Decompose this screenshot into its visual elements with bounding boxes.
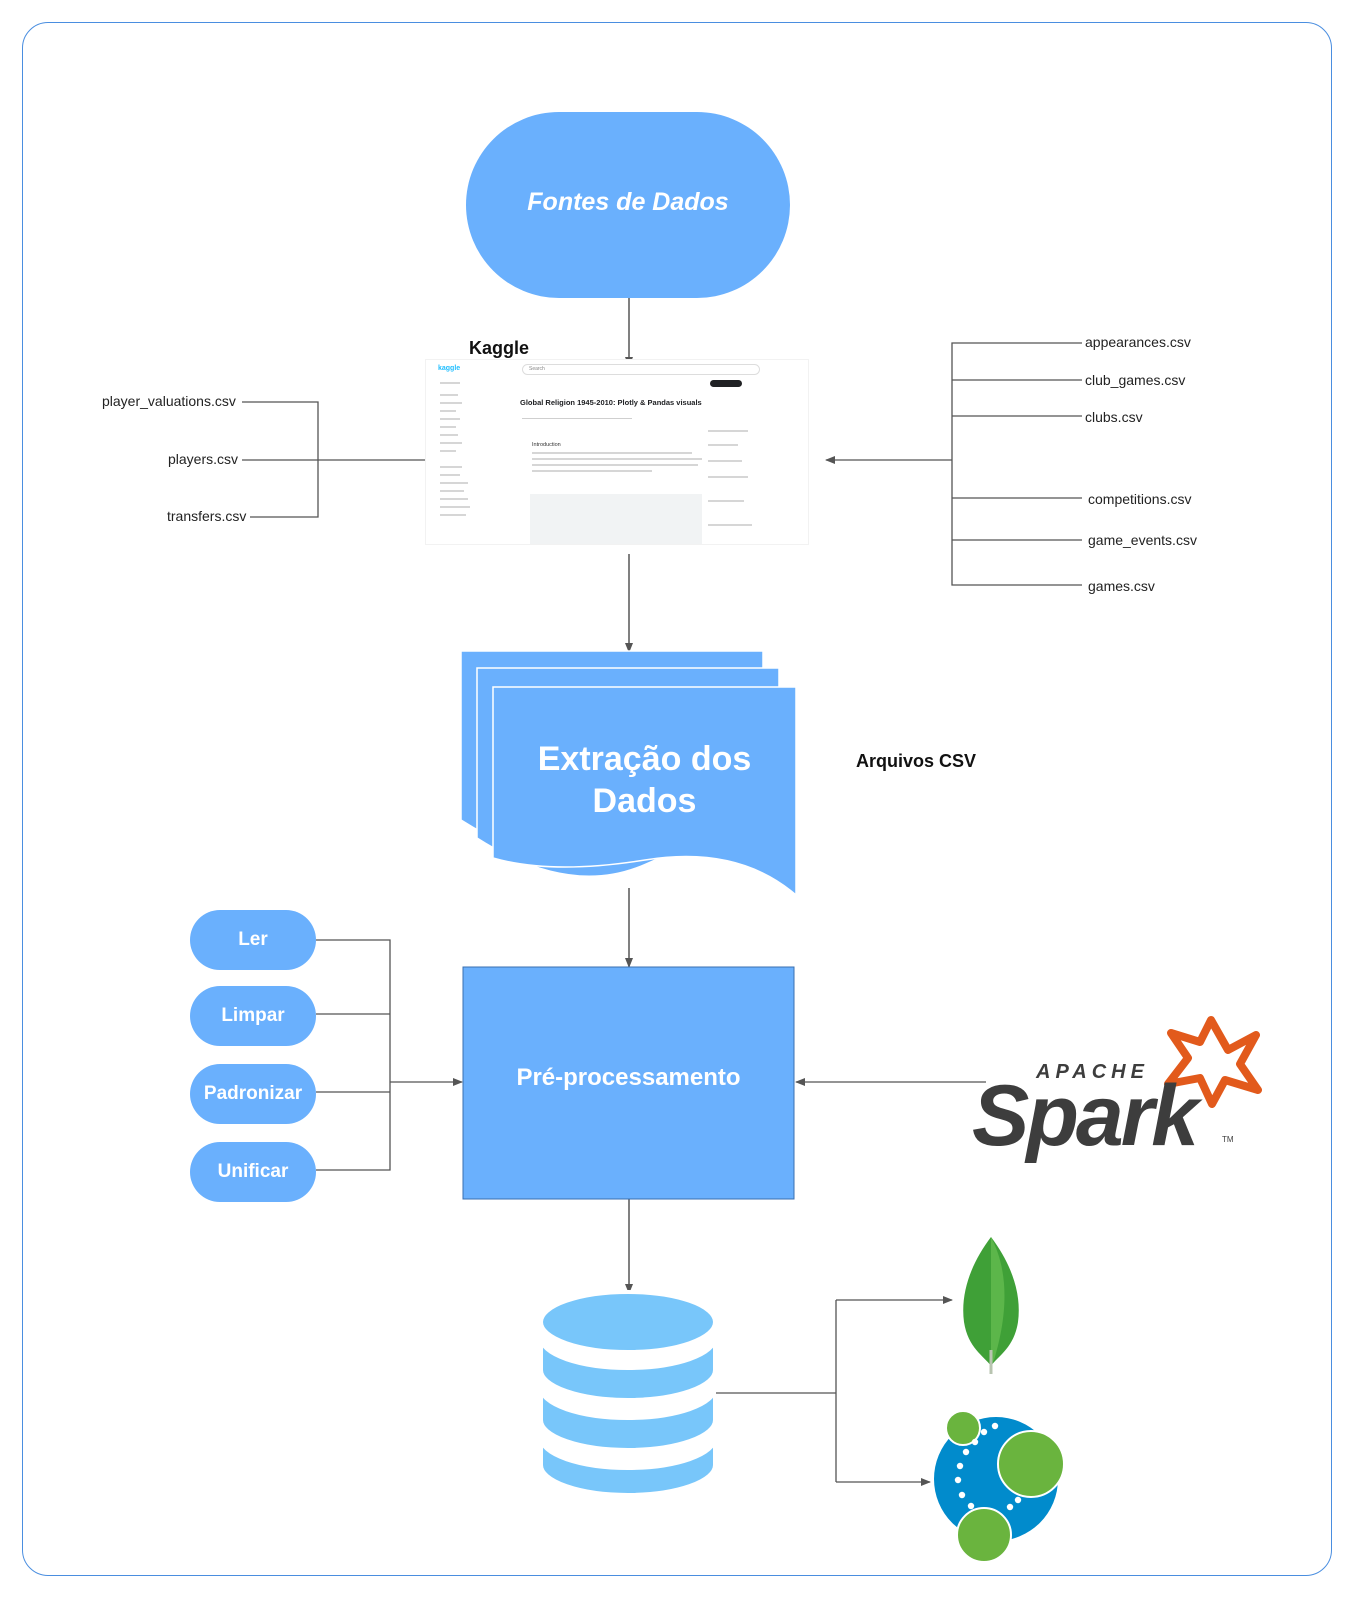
spark-star-icon [1164,1016,1262,1108]
spark-top-text: APACHE [1035,1061,1149,1083]
db-targets-bracket [716,1296,953,1486]
kaggle-search-input: Search [522,364,760,375]
step-unificar: Unificar [190,1142,316,1202]
mongodb-leaf-icon [963,1237,1019,1374]
kaggle-sidebar: kaggle [426,360,476,544]
file-label-club-games: club_games.csv [1085,372,1186,388]
file-label-games: games.csv [1088,578,1155,594]
arquivos-csv-label: Arquivos CSV [856,751,977,771]
extracao-node-shape [460,650,797,897]
kaggle-intro-heading: Introduction [532,442,561,448]
fontes-node-shape [466,112,790,298]
left-files-bracket [242,401,435,518]
spark-tm-text: TM [1222,1135,1234,1144]
kaggle-button [710,380,742,387]
database-icon [539,1290,717,1497]
diagram-frame [22,22,1332,1576]
preproc-node-label: Pré-processamento [516,1064,741,1091]
file-label-clubs: clubs.csv [1085,409,1143,425]
kaggle-screenshot: kaggle Search Global Religion 1945-2010:… [426,360,808,544]
neo4j-logo [934,1410,1065,1563]
extracao-node-label-line2: Dados [592,782,697,820]
file-label-players: players.csv [168,451,239,467]
step-ler: Ler [190,910,316,970]
file-label-appearances: appearances.csv [1085,334,1191,350]
spark-word-text: Spark [972,1068,1203,1164]
file-label-transfers: transfers.csv [167,508,247,524]
file-label-competitions: competitions.csv [1088,491,1192,507]
right-files-bracket [825,342,1082,586]
kaggle-code-cell [530,494,702,544]
kaggle-logo: kaggle [438,365,461,372]
kaggle-notebook-title: Global Religion 1945-2010: Plotly & Pand… [520,398,702,407]
file-label-player-valuations: player_valuations.csv [102,393,236,409]
fontes-node-label: Fontes de Dados [527,188,729,216]
steps-bracket [316,939,463,1171]
step-limpar: Limpar [190,986,316,1046]
apache-spark-logo: APACHE Spark TM [972,1016,1262,1164]
file-label-game-events: game_events.csv [1088,532,1197,548]
preproc-node-shape [462,966,795,1200]
kaggle-label: Kaggle [469,338,530,358]
step-padronizar: Padronizar [190,1064,316,1124]
extracao-node-label-line1: Extração dos [537,740,752,778]
